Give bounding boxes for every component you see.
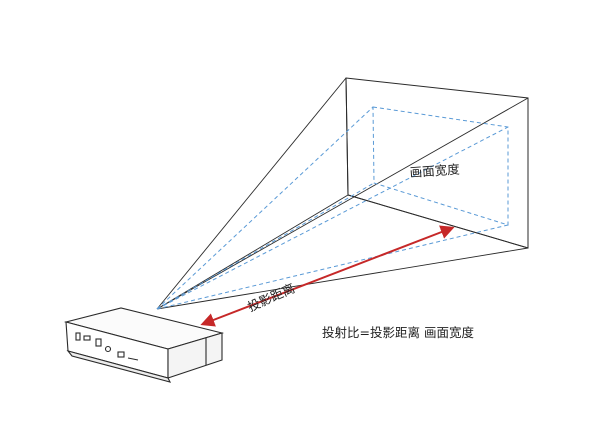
double-arrow-icon — [200, 225, 455, 327]
screen-width-label: 画面宽度 — [409, 161, 461, 180]
throw-ratio-formula: 投射比=投影距离 画面宽度 — [322, 325, 474, 340]
projection-beam — [156, 77, 529, 310]
projector-icon — [63, 307, 225, 383]
